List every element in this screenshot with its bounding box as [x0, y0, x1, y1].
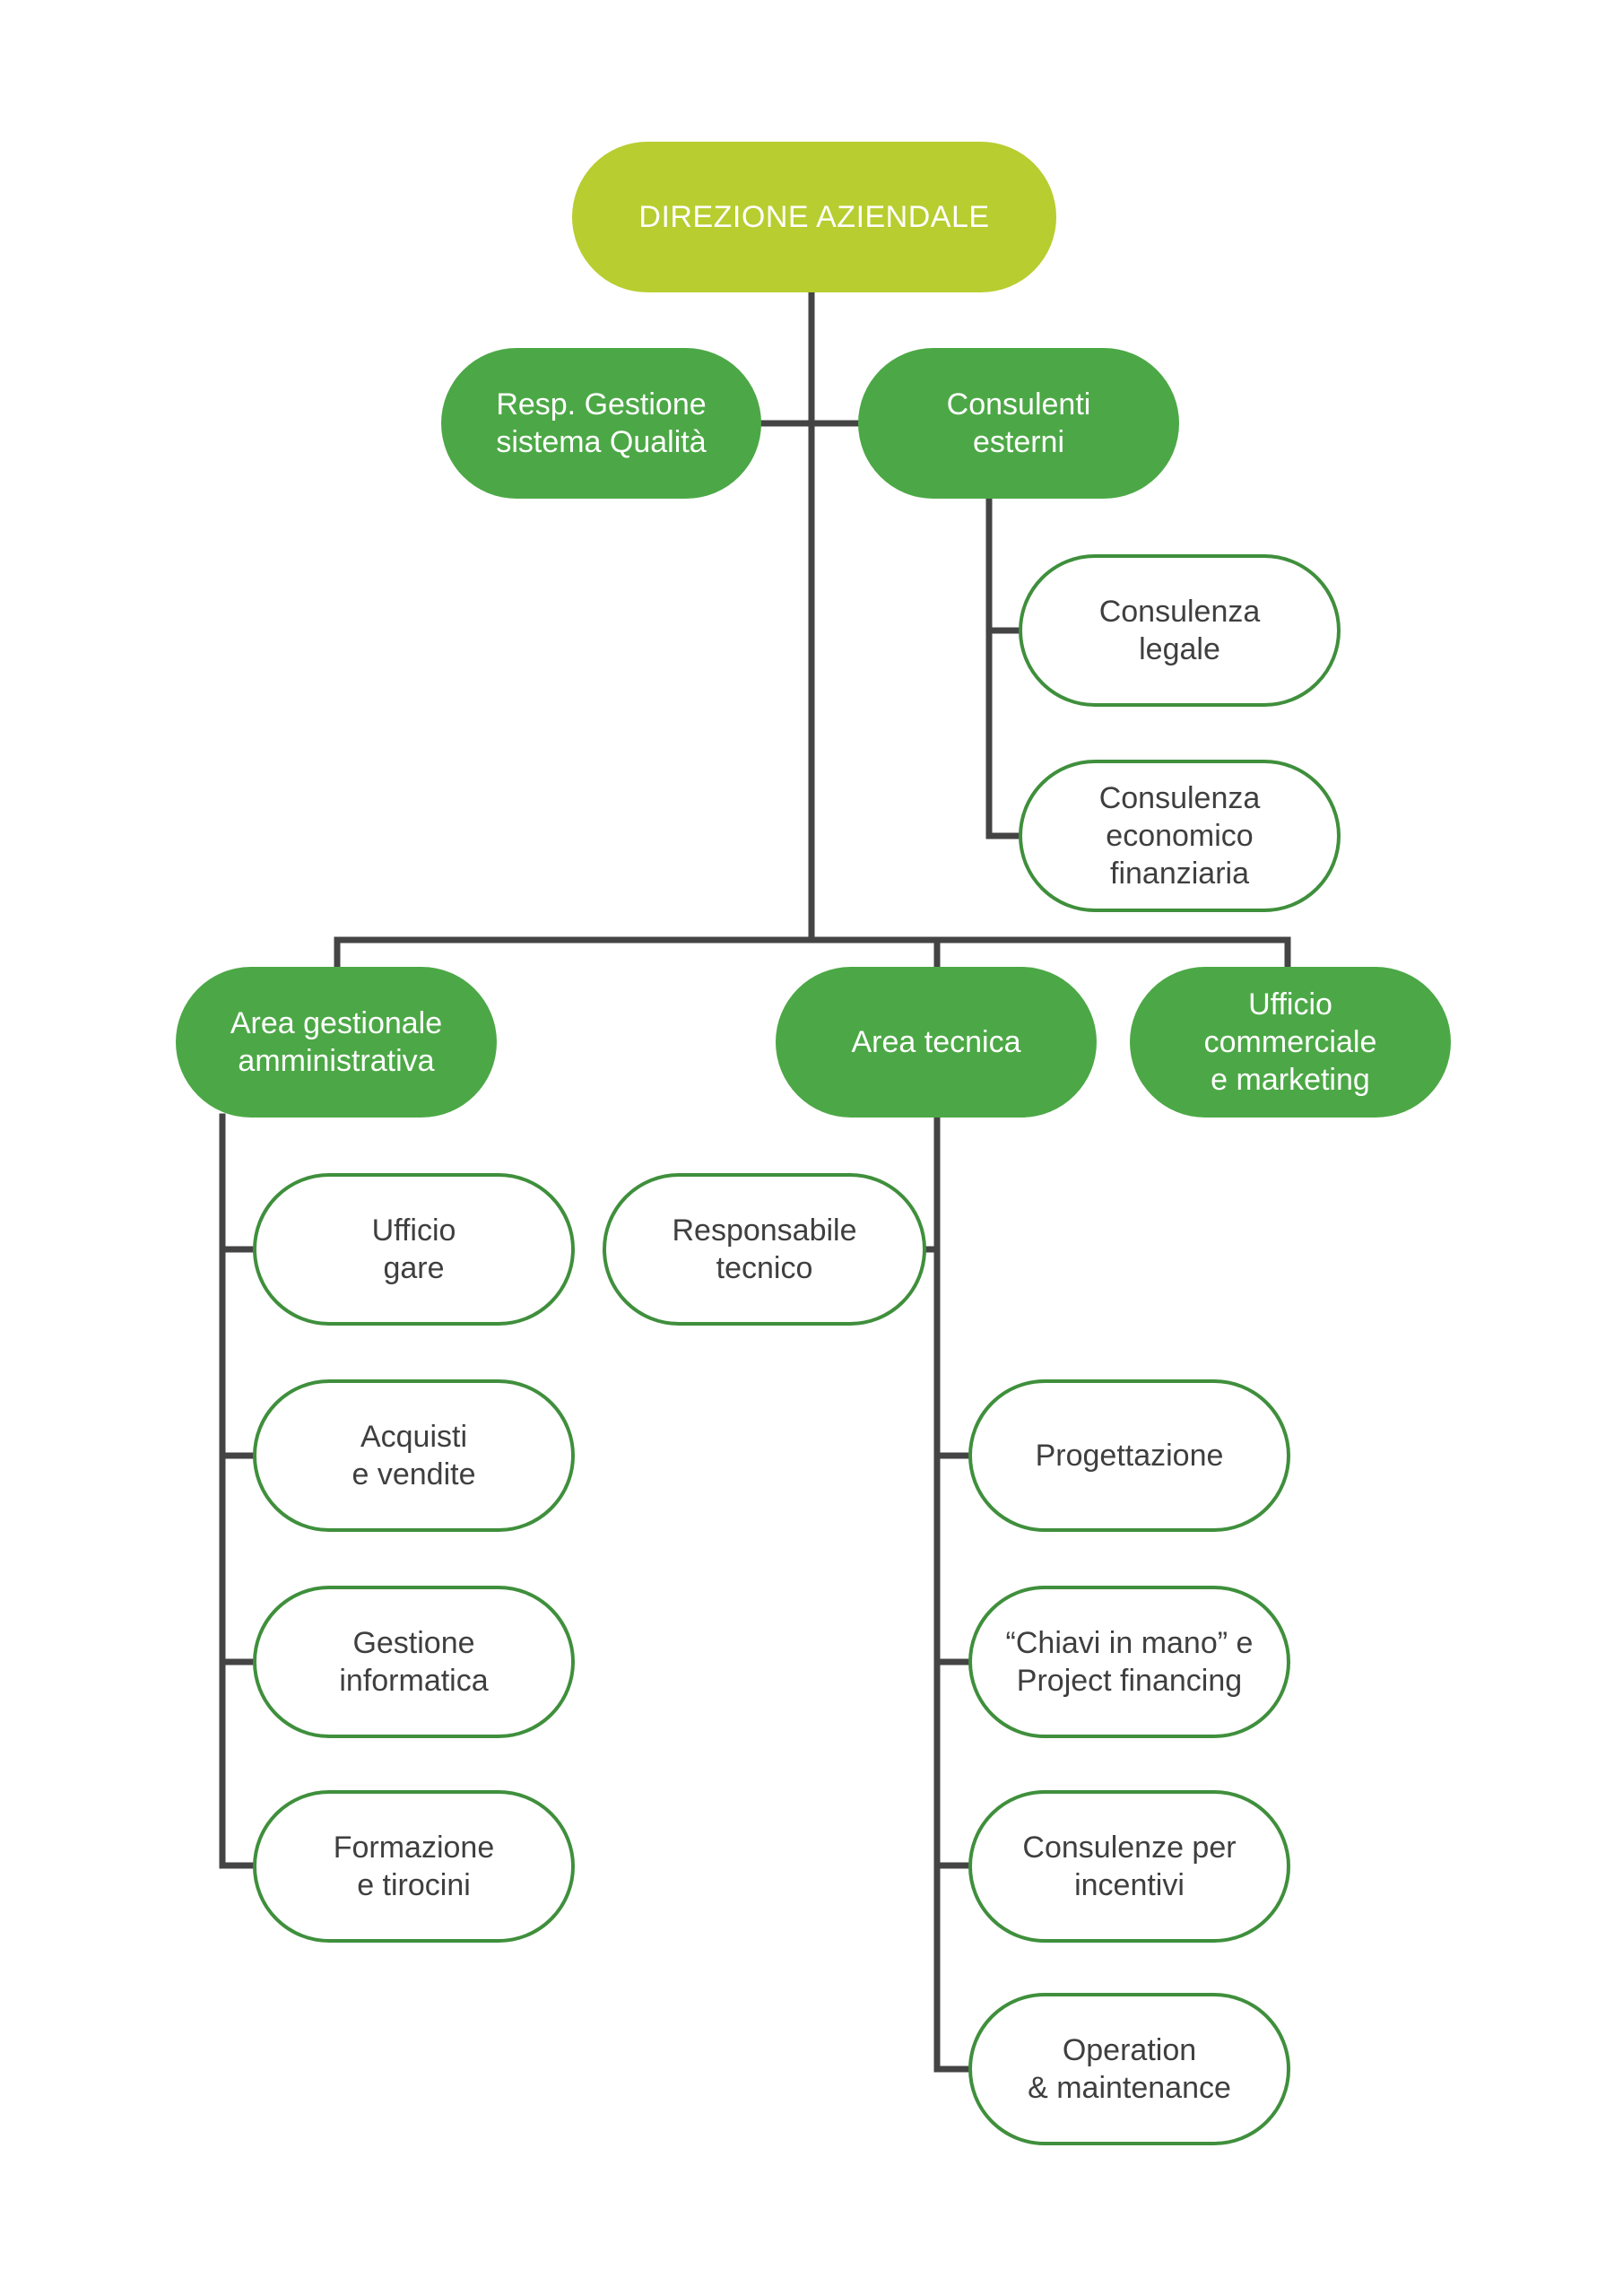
commercial-office-node: Ufficio commerciale e marketing: [1130, 967, 1451, 1118]
technical-manager-label: Responsabile tecnico: [672, 1213, 857, 1285]
training-label: Formazione e tirocini: [333, 1831, 495, 1902]
commercial-office-label: Ufficio commerciale e marketing: [1203, 987, 1377, 1097]
incentives-consulting-label: Consulenze per incentivi: [1022, 1831, 1237, 1902]
admin-area-label: Area gestionale amministrativa: [230, 1006, 443, 1078]
operation-maintenance-label: Operation & maintenance: [1028, 2033, 1231, 2105]
technical-manager-node: Responsabile tecnico: [603, 1173, 926, 1326]
quality-manager-node: Resp. Gestione sistema Qualità: [441, 348, 761, 499]
external-consultants-node: Consulenti esterni: [858, 348, 1179, 499]
tenders-office-label: Ufficio gare: [371, 1213, 456, 1285]
turnkey-node: “Chiavi in mano” e Project financing: [968, 1586, 1290, 1738]
turnkey-label: “Chiavi in mano” e Project financing: [1005, 1626, 1254, 1698]
admin-area-node: Area gestionale amministrativa: [176, 967, 497, 1118]
technical-area-node: Area tecnica: [776, 967, 1097, 1118]
technical-area-label: Area tecnica: [851, 1025, 1021, 1059]
purchases-sales-node: Acquisti e vendite: [253, 1379, 575, 1532]
root-node: DIREZIONE AZIENDALE: [572, 142, 1056, 292]
tenders-office-node: Ufficio gare: [253, 1173, 575, 1326]
financial-consulting-node: Consulenza economico finanziaria: [1019, 760, 1341, 912]
external-consultants-label: Consulenti esterni: [946, 387, 1091, 459]
it-management-label: Gestione informatica: [339, 1626, 489, 1698]
incentives-consulting-node: Consulenze per incentivi: [968, 1790, 1290, 1943]
legal-consulting-node: Consulenza legale: [1019, 554, 1341, 707]
financial-consulting-label: Consulenza economico finanziaria: [1098, 781, 1261, 891]
training-node: Formazione e tirocini: [253, 1790, 575, 1943]
quality-manager-label: Resp. Gestione sistema Qualità: [496, 387, 707, 459]
design-label: Progettazione: [1035, 1439, 1224, 1473]
legal-consulting-label: Consulenza legale: [1098, 595, 1261, 666]
purchases-sales-label: Acquisti e vendite: [352, 1420, 476, 1492]
root-label: DIREZIONE AZIENDALE: [638, 200, 990, 234]
operation-maintenance-node: Operation & maintenance: [968, 1993, 1290, 2145]
it-management-node: Gestione informatica: [253, 1586, 575, 1738]
design-node: Progettazione: [968, 1379, 1290, 1532]
